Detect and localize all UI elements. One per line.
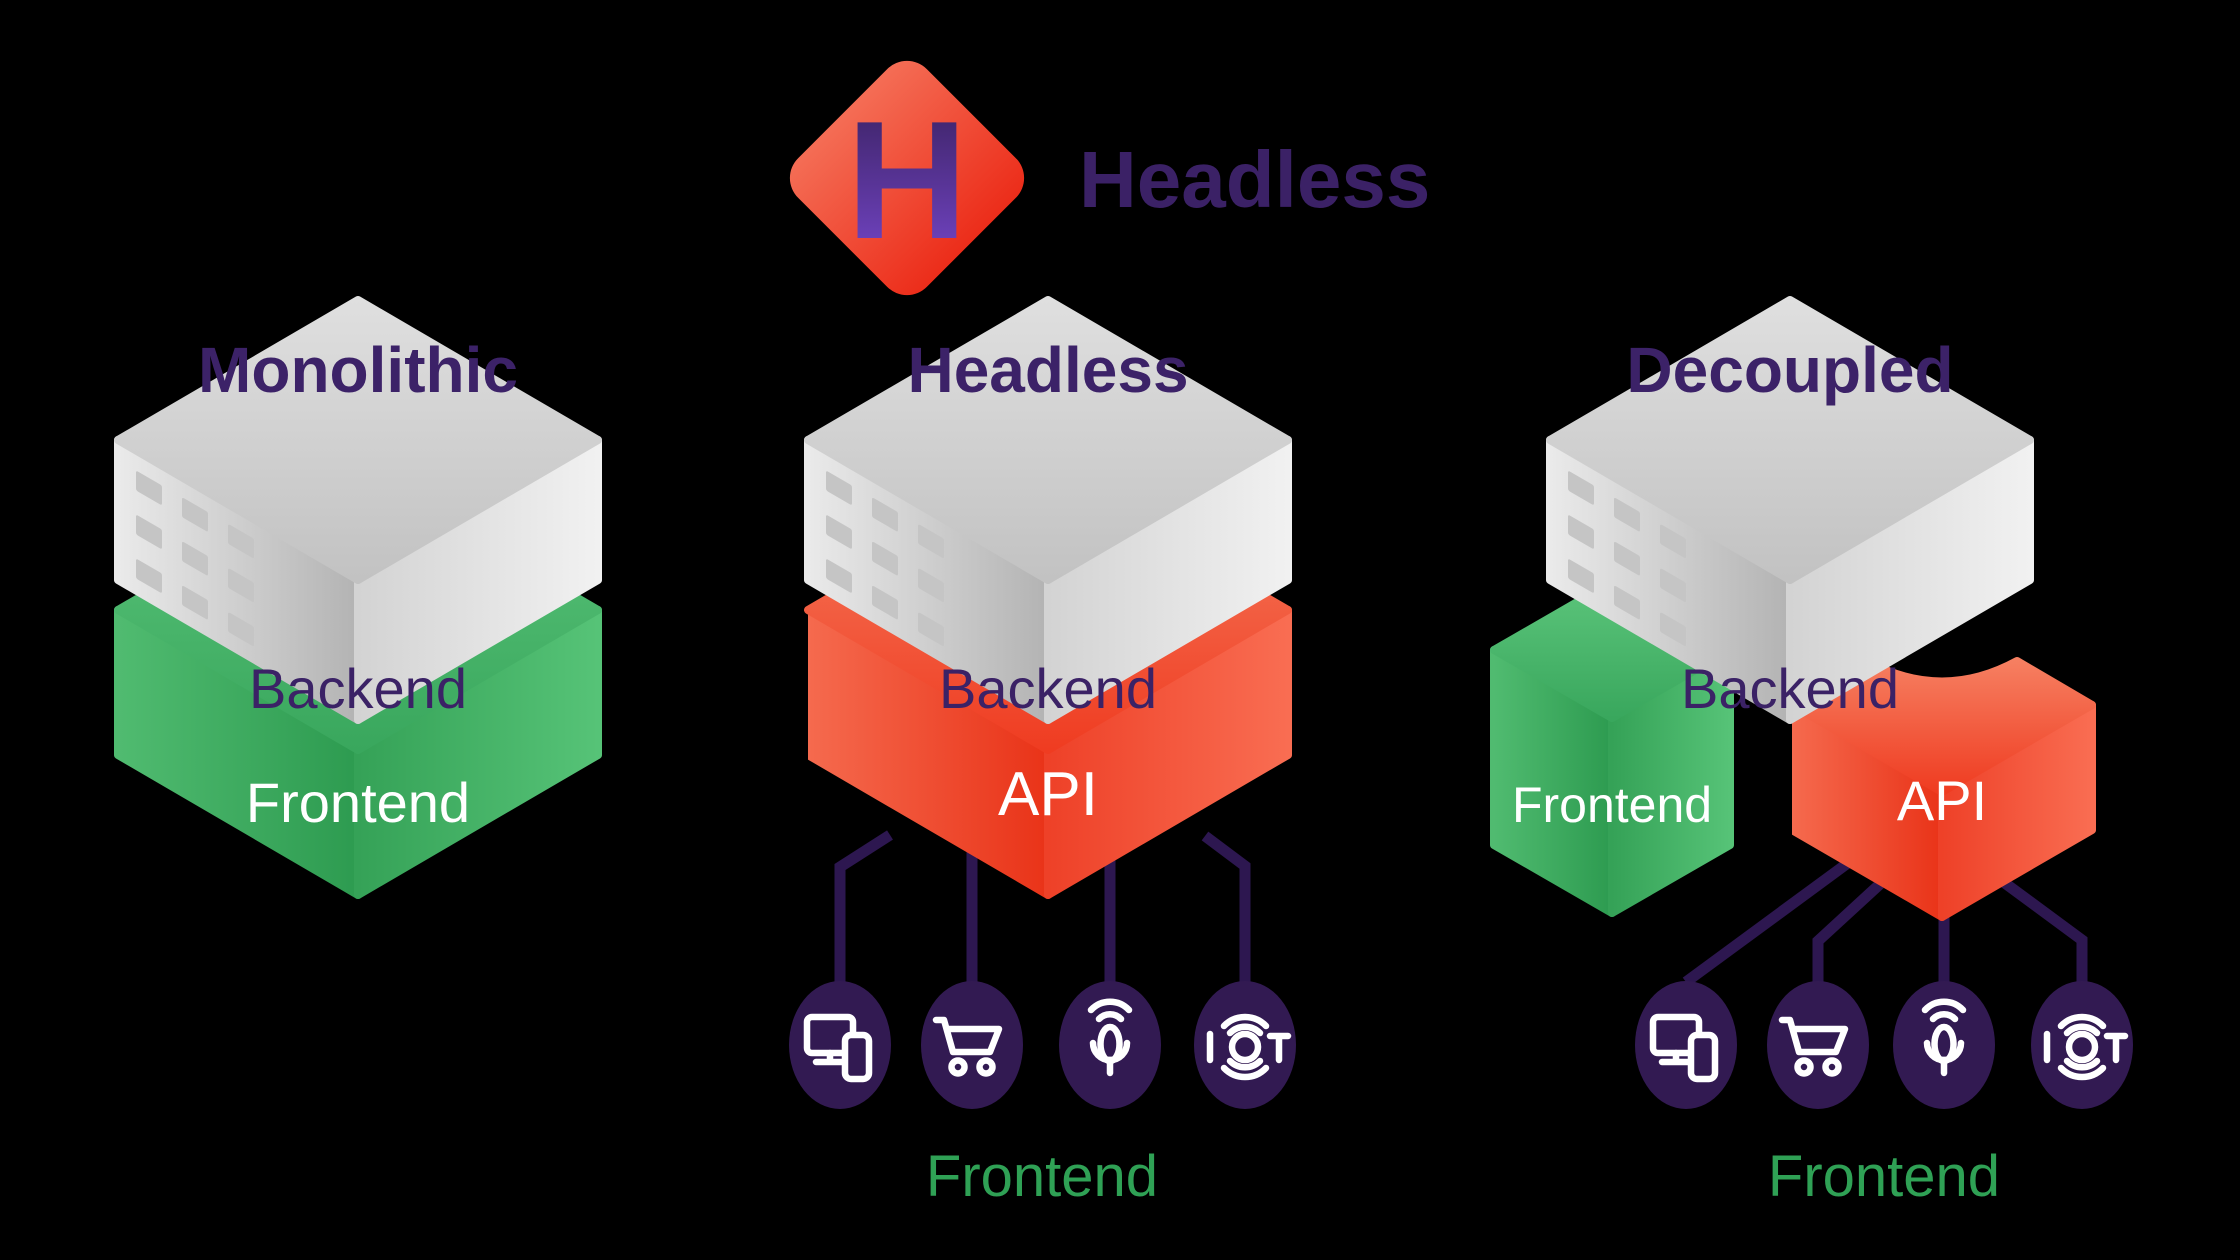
ecommerce-cart-icon — [921, 981, 1023, 1109]
connector-line — [1812, 879, 1884, 990]
connector-line — [1994, 873, 2088, 990]
section-title: Headless — [907, 334, 1188, 406]
logo-brand-text: Headless — [1079, 135, 1430, 224]
backend-label: Backend — [1681, 657, 1899, 720]
monolithic-backend-box — [114, 296, 602, 724]
devices-icon — [789, 981, 891, 1109]
server-vents-pattern — [826, 471, 944, 646]
frontend-caption: Frontend — [926, 1144, 1158, 1209]
server-vents-pattern — [1568, 471, 1686, 646]
devices-icon — [1635, 981, 1737, 1109]
connector-line — [834, 830, 893, 990]
frontend-box-label: Frontend — [1512, 777, 1712, 833]
backend-label: Backend — [249, 657, 467, 720]
headless-backend-box — [804, 296, 1292, 724]
headless-channel-icons — [789, 981, 1296, 1109]
decoupled-channel-icons — [1635, 981, 2133, 1109]
iot-icon — [1194, 981, 1296, 1109]
frontend-caption: Frontend — [1768, 1144, 2000, 1209]
connector-line — [1682, 855, 1856, 987]
headless-section: Headless Backend API Frontend — [804, 296, 1292, 1209]
voice-assistant-icon — [1059, 981, 1161, 1109]
headless-connector-lines — [834, 830, 1251, 990]
logo-diamond-icon — [789, 60, 1025, 296]
frontend-label: Frontend — [246, 771, 470, 834]
headless-logo: H Headless — [789, 60, 1430, 296]
server-vents-pattern — [136, 471, 254, 646]
monolithic-section: Monolithic Backend Frontend — [114, 296, 602, 899]
decoupled-section: Decoupled Backend Frontend API Frontend — [1490, 296, 2096, 1209]
api-label: API — [998, 760, 1098, 829]
section-title: Decoupled — [1626, 334, 1953, 406]
api-label: API — [1897, 769, 1987, 832]
backend-label: Backend — [939, 657, 1157, 720]
decoupled-api-box — [1788, 657, 2096, 921]
logo-letter: H — [846, 86, 967, 274]
ecommerce-cart-icon — [1767, 981, 1869, 1109]
connector-line — [1201, 831, 1251, 990]
voice-assistant-icon — [1893, 981, 1995, 1109]
section-title: Monolithic — [198, 334, 518, 406]
iot-icon — [2031, 981, 2133, 1109]
decoupled-backend-box — [1546, 296, 2034, 724]
